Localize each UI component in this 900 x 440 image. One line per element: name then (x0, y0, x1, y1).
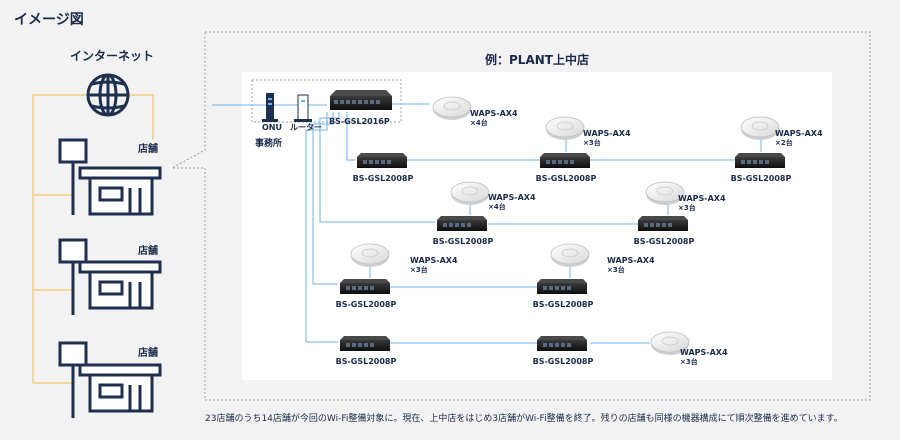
core-switch (330, 90, 392, 110)
access-point-count: ×3台 (410, 265, 428, 274)
office-label: 事務所 (255, 137, 282, 149)
poe-switch (735, 153, 785, 168)
poe-switch (638, 216, 688, 231)
access-point-model: WAPS-AX4 (775, 129, 823, 138)
network-cables (212, 103, 762, 344)
poe-switch (340, 279, 390, 294)
store-icon-3 (58, 341, 162, 418)
access-point-model: WAPS-AX4 (680, 348, 728, 357)
access-point-count: ×2台 (775, 138, 793, 147)
store-label-2: 店舗 (138, 244, 158, 257)
poe-switch (537, 336, 587, 351)
onu-device (262, 93, 278, 122)
access-point-count: ×4台 (470, 118, 488, 127)
store-icon-1 (58, 138, 162, 216)
left-panel: インターネット 店舗 (32, 49, 162, 418)
poe-switch (540, 153, 590, 168)
onu-label: ONU (262, 123, 282, 132)
access-point-count: ×3台 (678, 203, 696, 212)
access-point (350, 243, 390, 267)
internet-label: インターネット (70, 49, 154, 63)
poe-switch-label: BS-GSL2008P (336, 300, 397, 309)
footer-note: 23店舗のうち14店舗が今回のWi-Fi整備対象に。現在、上中店をはじめ3店舗が… (205, 412, 843, 424)
zoom-callout-frame (171, 31, 871, 401)
poe-switch (537, 279, 587, 294)
access-point-model: WAPS-AX4 (488, 193, 536, 202)
access-point-model: WAPS-AX4 (470, 109, 518, 118)
poe-switch-label: BS-GSL2008P (353, 174, 414, 183)
access-point-model: WAPS-AX4 (678, 194, 726, 203)
router-label: ルーター (290, 122, 322, 132)
store-links (32, 94, 154, 384)
access-point (450, 181, 490, 205)
poe-switch-label: BS-GSL2008P (533, 357, 594, 366)
poe-switch (340, 336, 390, 351)
access-point (650, 331, 690, 355)
access-point (432, 96, 472, 120)
store-label-1: 店舗 (138, 142, 158, 155)
access-point-count: ×3台 (583, 138, 601, 147)
access-point (740, 116, 780, 140)
page-title: イメージ図 (14, 12, 84, 28)
access-point-count: ×3台 (607, 265, 625, 274)
access-point (645, 181, 685, 205)
poe-switch (357, 153, 407, 168)
poe-switch (437, 216, 487, 231)
poe-switch-label: BS-GSL2008P (634, 237, 695, 246)
core-switch-label: BS-GSL2016P (329, 117, 390, 126)
device-layer: BS-GSL2008P BS-GSL2008P BS-GSL2008P BS-GSL2… (336, 96, 823, 366)
router-device (294, 94, 312, 122)
poe-switch-label: BS-GSL2008P (533, 300, 594, 309)
diagram-panel (242, 72, 832, 380)
store-label-3: 店舗 (138, 346, 158, 359)
access-point-model: WAPS-AX4 (583, 129, 631, 138)
poe-switch-label: BS-GSL2008P (336, 357, 397, 366)
example-title: 例：PLANT上中店 (485, 52, 589, 67)
poe-switch-label: BS-GSL2008P (536, 174, 597, 183)
access-point-count: ×3台 (680, 357, 698, 366)
globe-icon (86, 73, 130, 117)
access-point-count: ×4台 (488, 202, 506, 211)
store-icon-2 (58, 238, 162, 315)
access-point (545, 116, 585, 140)
access-point-model: WAPS-AX4 (410, 256, 458, 265)
poe-switch-label: BS-GSL2008P (433, 237, 494, 246)
access-point (550, 243, 590, 267)
poe-switch-label: BS-GSL2008P (731, 174, 792, 183)
access-point-model: WAPS-AX4 (607, 256, 655, 265)
